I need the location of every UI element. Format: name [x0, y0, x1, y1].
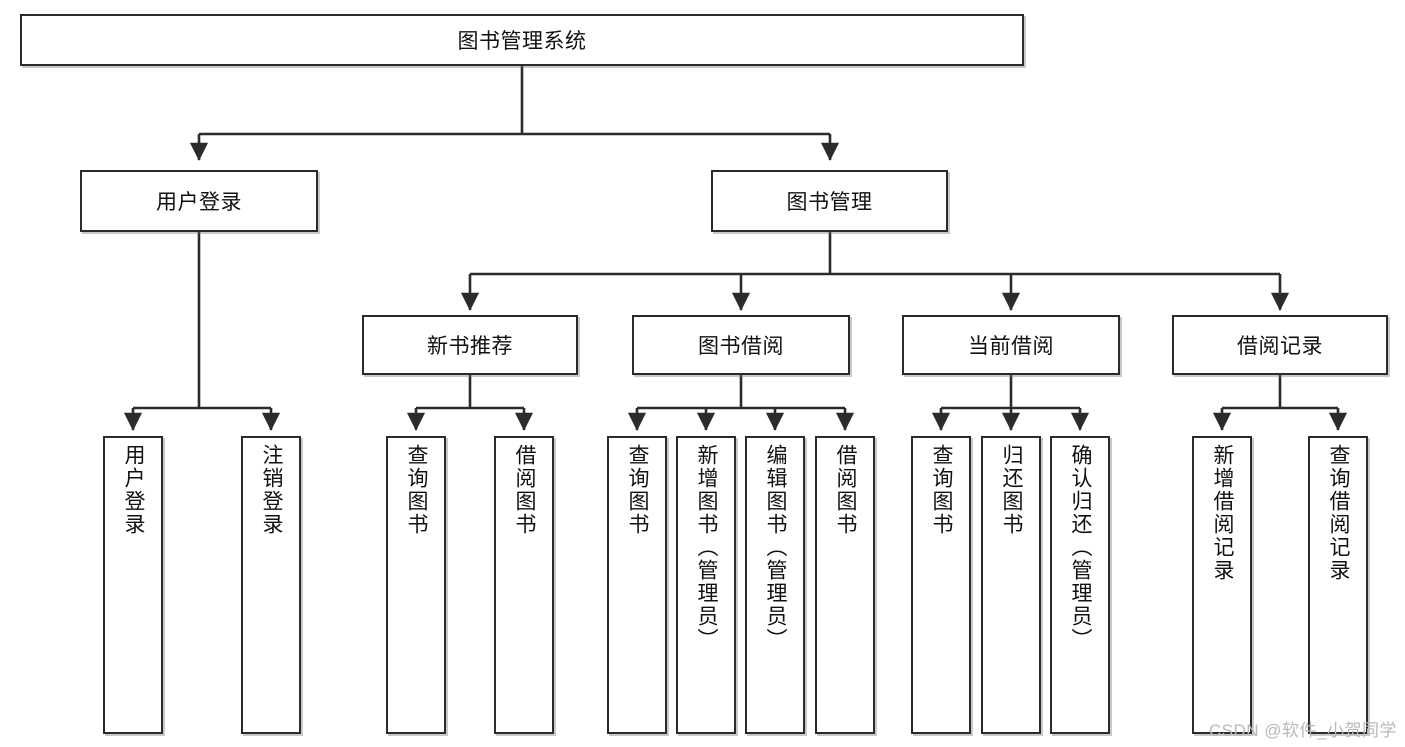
- node-new-book-recommend[interactable]: 新书推荐: [362, 315, 578, 375]
- node-book-manage-label: 图书管理: [786, 191, 873, 214]
- node-leaf-edit-book[interactable]: 编辑图书（管理员）: [745, 436, 805, 734]
- node-book-manage[interactable]: 图书管理: [711, 170, 948, 232]
- node-leaf-borrow-book-1[interactable]: 借阅图书: [494, 436, 554, 734]
- node-leaf-return-book[interactable]: 归还图书: [981, 436, 1041, 734]
- node-book-borrow[interactable]: 图书借阅: [632, 315, 850, 375]
- node-leaf-user-login[interactable]: 用户登录: [103, 436, 163, 734]
- node-root[interactable]: 图书管理系统: [20, 14, 1024, 66]
- node-user-login[interactable]: 用户登录: [80, 170, 318, 232]
- watermark: CSDN @软件_小贺同学: [1208, 721, 1397, 740]
- node-new-book-recommend-label: 新书推荐: [427, 335, 513, 358]
- node-leaf-user-logout[interactable]: 注销登录: [241, 436, 301, 734]
- node-leaf-query-book-3[interactable]: 查询图书: [911, 436, 971, 734]
- node-user-login-label: 用户登录: [156, 191, 242, 214]
- node-leaf-query-book-1[interactable]: 查询图书: [386, 436, 446, 734]
- node-leaf-user-login-label: 用户登录: [122, 444, 146, 536]
- node-leaf-add-book[interactable]: 新增图书（管理员）: [676, 436, 736, 734]
- node-leaf-add-record-label: 新增借阅记录: [1211, 444, 1235, 582]
- node-leaf-query-record-label: 查询借阅记录: [1327, 444, 1351, 582]
- node-leaf-user-logout-label: 注销登录: [260, 444, 284, 536]
- node-leaf-borrow-book-2-label: 借阅图书: [834, 444, 858, 536]
- node-current-borrow-label: 当前借阅: [968, 335, 1054, 358]
- node-root-label: 图书管理系统: [457, 30, 587, 53]
- node-leaf-query-book-1-label: 查询图书: [405, 444, 429, 536]
- node-leaf-edit-book-label: 编辑图书（管理员）: [764, 444, 788, 651]
- node-leaf-borrow-book-2[interactable]: 借阅图书: [815, 436, 875, 734]
- node-leaf-query-book-2-label: 查询图书: [626, 444, 650, 536]
- node-leaf-add-book-label: 新增图书（管理员）: [695, 444, 719, 651]
- node-leaf-borrow-book-1-label: 借阅图书: [513, 444, 537, 536]
- node-book-borrow-label: 图书借阅: [698, 335, 784, 358]
- node-leaf-return-book-label: 归还图书: [1000, 444, 1024, 536]
- node-leaf-query-record[interactable]: 查询借阅记录: [1308, 436, 1368, 734]
- node-borrow-record-label: 借阅记录: [1237, 335, 1323, 358]
- node-leaf-add-record[interactable]: 新增借阅记录: [1192, 436, 1252, 734]
- node-current-borrow[interactable]: 当前借阅: [902, 315, 1120, 375]
- node-leaf-confirm-return[interactable]: 确认归还（管理员）: [1050, 436, 1110, 734]
- node-leaf-confirm-return-label: 确认归还（管理员）: [1069, 444, 1093, 651]
- node-borrow-record[interactable]: 借阅记录: [1172, 315, 1388, 375]
- node-leaf-query-book-3-label: 查询图书: [930, 444, 954, 536]
- node-leaf-query-book-2[interactable]: 查询图书: [607, 436, 667, 734]
